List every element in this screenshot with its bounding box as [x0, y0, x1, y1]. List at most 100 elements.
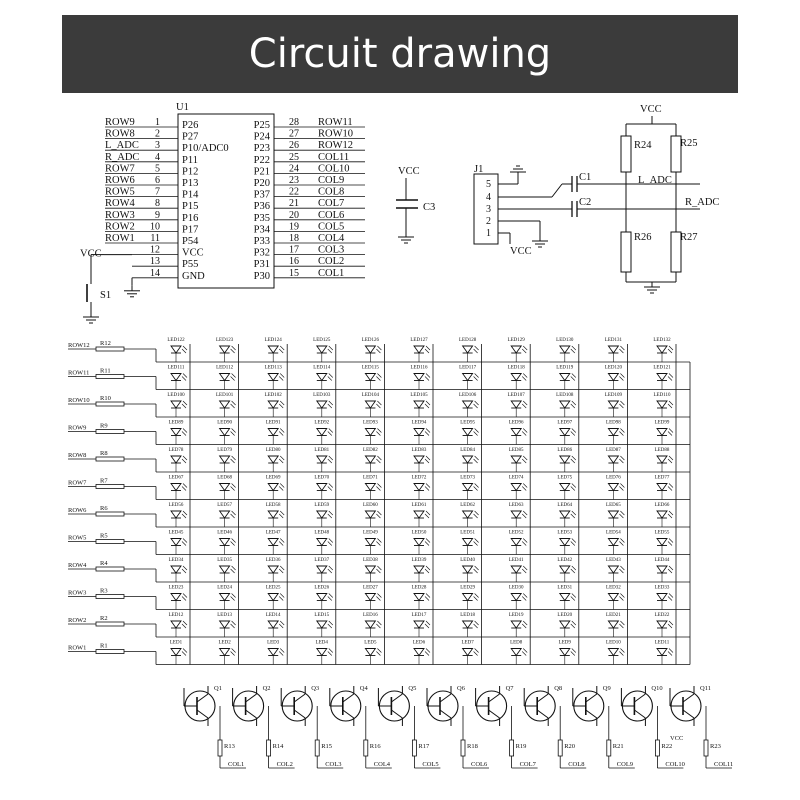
led-ray	[181, 403, 187, 409]
u1-left-num: 11	[150, 233, 160, 244]
led-label: LED106	[459, 393, 477, 398]
led-label: LED78	[169, 448, 184, 453]
led-label: LED70	[314, 476, 329, 481]
u1-right-num: 20	[289, 210, 299, 221]
led-ray	[182, 483, 188, 488]
led-symbol	[656, 483, 668, 492]
led-symbol	[607, 400, 620, 409]
u1-right-net: ROW12	[318, 140, 353, 151]
led-label: LED114	[313, 366, 331, 371]
led-ray	[328, 455, 334, 461]
led-ray	[327, 513, 333, 519]
transistor-ref: Q4	[360, 685, 369, 692]
led-ray	[521, 403, 527, 409]
led-label: LED55	[655, 531, 670, 536]
led-label: LED67	[169, 476, 184, 481]
led-ray	[377, 428, 382, 433]
led-label: LED24	[217, 586, 232, 591]
transistor-res-label: R15	[321, 743, 332, 750]
u1-right-num: 28	[289, 117, 299, 128]
led-label: LED11	[655, 641, 670, 646]
led-ray	[620, 345, 625, 351]
bridge-vcc-label: VCC	[640, 104, 662, 115]
led-ray	[230, 596, 235, 601]
led-label: LED38	[363, 558, 378, 563]
led-symbol	[218, 455, 231, 464]
led-ray	[668, 510, 674, 516]
u1-right-name: P34	[254, 224, 271, 235]
led-ray	[279, 345, 285, 351]
led-ray	[181, 376, 187, 381]
led-ray	[328, 373, 334, 378]
u1-left-num: 3	[155, 140, 160, 151]
u1-left-name: VCC	[182, 248, 204, 259]
led-ray	[278, 651, 284, 656]
u1-left-name: P26	[182, 120, 198, 131]
led-ray	[522, 593, 528, 598]
led-ray	[278, 376, 284, 381]
led-ray	[668, 400, 674, 406]
row-resistor	[95, 456, 125, 462]
led-ray	[231, 593, 236, 598]
led-label: LED83	[412, 448, 427, 453]
led-ray	[522, 483, 528, 488]
led-ray	[424, 596, 430, 601]
led-label: LED41	[509, 558, 524, 563]
led-label: LED23	[169, 586, 184, 591]
led-ray	[231, 510, 236, 516]
led-label: LED63	[509, 503, 524, 508]
led-ray	[570, 431, 576, 436]
led-label: LED129	[508, 338, 526, 343]
led-symbol	[461, 428, 474, 437]
r27-ref: R27	[680, 232, 698, 243]
led-ray	[279, 565, 285, 571]
led-symbol	[461, 373, 474, 382]
led-ray	[425, 593, 431, 598]
led-symbol	[218, 620, 231, 629]
transistor-drivers: Q1R13COL1Q2R14COL2Q3R15COL3Q4R16COL4Q5R1…	[183, 685, 733, 769]
transistor-res-label: R17	[418, 743, 430, 750]
led-symbol	[607, 620, 620, 629]
led-symbol	[364, 538, 377, 547]
led-ray	[230, 376, 235, 381]
led-label: LED91	[266, 421, 281, 426]
led-ray	[570, 458, 576, 464]
led-symbol	[413, 593, 425, 602]
led-symbol	[558, 428, 571, 437]
u1-right-name: P30	[254, 271, 270, 282]
led-ray	[377, 455, 382, 461]
led-symbol	[267, 455, 280, 464]
col-net-label: COL1	[228, 761, 244, 768]
r26-ref: R26	[634, 232, 652, 243]
led-ray	[425, 345, 431, 351]
led-ray	[474, 345, 479, 351]
led-ray	[327, 568, 333, 574]
led-label: LED77	[655, 476, 670, 481]
transistor-collector	[245, 693, 257, 703]
led-symbol	[510, 345, 523, 354]
row-resistor	[95, 511, 125, 517]
led-ray	[182, 510, 188, 516]
led-ray	[231, 620, 236, 626]
row-res-label: R5	[100, 533, 108, 540]
led-ray	[376, 541, 381, 546]
led-label: LED15	[314, 613, 329, 618]
led-ray	[571, 538, 577, 543]
row-resistor	[95, 374, 125, 379]
transistor-emitter	[488, 709, 500, 719]
led-symbol	[170, 483, 182, 492]
u1-left-name: P55	[182, 259, 198, 270]
led-symbol	[218, 593, 231, 602]
led-symbol	[315, 620, 328, 629]
u1-left-net: ROW5	[105, 187, 135, 198]
led-ray	[667, 376, 673, 381]
led-label: LED102	[265, 393, 283, 398]
led-symbol	[413, 565, 425, 574]
led-ray	[474, 565, 479, 571]
led-ray	[473, 376, 478, 381]
u1-left-num: 6	[155, 175, 160, 186]
led-label: LED71	[363, 476, 378, 481]
led-symbol	[510, 455, 523, 464]
led-ray	[230, 513, 235, 519]
led-ray	[230, 486, 235, 491]
